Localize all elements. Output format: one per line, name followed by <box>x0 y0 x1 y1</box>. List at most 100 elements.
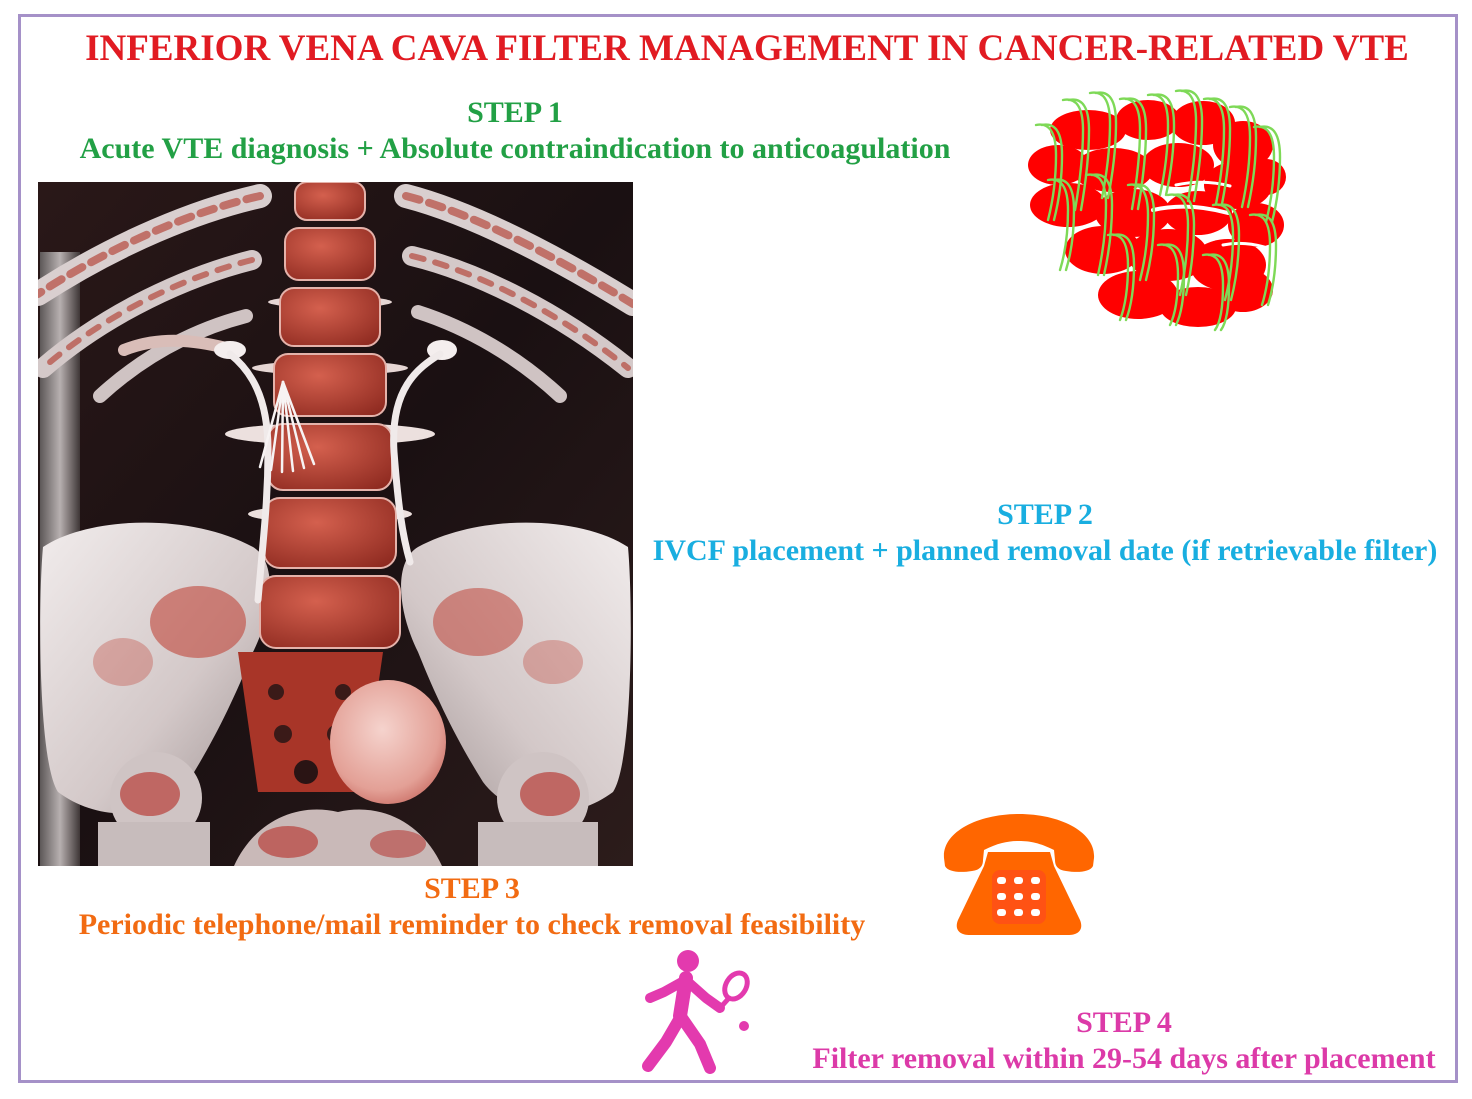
bone-red-patch <box>120 772 180 816</box>
ivc-filter <box>258 380 316 474</box>
clot-gap <box>1221 241 1266 249</box>
vertebra <box>284 227 376 281</box>
renal-pelvis-left <box>214 341 246 359</box>
fibrin-strand <box>1234 105 1258 209</box>
filter-wire <box>280 380 285 474</box>
keypad-button <box>1031 877 1040 884</box>
step-2-text: IVCF placement + planned removal date (i… <box>652 534 1438 567</box>
blood-clot-icon <box>1028 89 1286 332</box>
tennis-ball <box>739 1021 749 1031</box>
fibrin-strands <box>1034 89 1282 332</box>
fibrin-strand <box>1052 178 1076 272</box>
fibrin-strand <box>1132 183 1156 282</box>
keypad-button <box>1014 909 1023 916</box>
telephone-icon <box>943 814 1095 935</box>
clot-blobs <box>1028 100 1286 327</box>
vertebra <box>263 497 397 569</box>
rib-texture <box>38 192 264 298</box>
fibrin-strand <box>1201 253 1225 332</box>
vertebra <box>267 423 393 491</box>
bone-red-patch <box>520 772 580 816</box>
sacral-foramen <box>274 725 292 743</box>
fibrin-strand <box>1106 233 1130 322</box>
fibrin-strand <box>1172 193 1196 297</box>
femoral-neck-right <box>478 822 598 866</box>
player-leg-front <box>676 1012 716 1074</box>
bone-red-patch <box>93 638 153 686</box>
player-arm-free <box>645 977 687 1003</box>
pelvic-cavity <box>294 760 318 784</box>
vertebra <box>294 182 366 221</box>
fibrin-strand <box>1090 173 1114 277</box>
fibrin-strand <box>1084 173 1108 277</box>
fibrin-strand <box>1152 93 1176 197</box>
ct-scan-image <box>38 182 633 866</box>
player-head <box>677 950 699 972</box>
fibrin-strand <box>1112 233 1136 322</box>
kidneys-and-ureters <box>118 334 457 604</box>
filter-wire <box>281 380 306 470</box>
step-2: STEP 2 IVCF placement + planned removal … <box>640 497 1450 569</box>
clot-blob <box>1116 100 1180 140</box>
ribs-right <box>394 184 633 403</box>
step-4-text: Filter removal within 29-54 days after p… <box>812 1042 1436 1075</box>
tennis-player-icon <box>642 950 750 1074</box>
vertebra <box>273 353 387 417</box>
filter-wire <box>281 380 295 473</box>
bone-red-patch <box>370 830 426 858</box>
rib-texture <box>402 192 633 308</box>
step-2-heading: STEP 2 <box>997 498 1093 531</box>
clot-blob <box>1246 159 1286 195</box>
fibrin-strand <box>1254 213 1278 307</box>
pelvis <box>40 522 631 866</box>
keypad-button <box>997 909 1006 916</box>
keypad-buttons <box>997 877 1040 916</box>
step-3-heading: STEP 3 <box>424 872 520 905</box>
ureter-right <box>390 350 444 566</box>
rib <box>411 305 567 403</box>
clot-blob <box>1164 191 1232 235</box>
bone-red-patch <box>150 586 246 658</box>
rib-texture <box>409 253 631 371</box>
keypad-button <box>1014 893 1023 900</box>
fibrin-strand <box>1202 97 1226 206</box>
fibrin-strand <box>1061 98 1085 212</box>
fibrin-strand <box>1040 123 1064 222</box>
fibrin-strand <box>1162 243 1186 327</box>
fibrin-strand <box>1217 203 1241 302</box>
fibrin-strand <box>1156 243 1180 327</box>
keypad-button <box>1014 877 1023 884</box>
fibrin-strand <box>1126 183 1150 282</box>
keypad-button <box>997 877 1006 884</box>
player-arm-racket <box>683 977 725 1013</box>
clot-blob <box>1098 271 1178 319</box>
fibrin-strand <box>1067 98 1091 212</box>
clot-gap <box>1151 204 1230 215</box>
fibrin-strand <box>1208 97 1232 206</box>
bladder <box>330 680 446 804</box>
fibrin-strand <box>1034 123 1058 222</box>
step-1-text: Acute VTE diagnosis + Absolute contraind… <box>79 132 951 165</box>
fibrin-strand <box>1146 93 1170 197</box>
step-1: STEP 1 Acute VTE diagnosis + Absolute co… <box>45 95 985 167</box>
clot-blob <box>1028 145 1088 185</box>
fibrin-strand <box>1180 89 1204 203</box>
tennis-player-figure <box>642 970 750 1074</box>
spine <box>259 182 401 649</box>
player-leg-back <box>642 1012 686 1072</box>
fibrin-strand <box>1174 89 1198 203</box>
fibrin-strand <box>1088 91 1112 200</box>
fibrin-strand <box>1046 178 1070 272</box>
fibrin-strand <box>1258 125 1282 224</box>
fibrin-strand <box>1228 105 1252 209</box>
keypad-button <box>997 893 1006 900</box>
step-3: STEP 3 Periodic telephone/mail reminder … <box>42 871 902 943</box>
bone-red-patch <box>433 588 523 656</box>
telephone-handset <box>943 814 1095 872</box>
clot-blob <box>1142 143 1214 187</box>
bone-red-patch <box>258 826 318 858</box>
vertebra <box>279 287 381 347</box>
filter-wire <box>269 380 285 472</box>
step-3-text: Periodic telephone/mail reminder to chec… <box>78 908 866 941</box>
fibrin-strand <box>1248 213 1272 307</box>
